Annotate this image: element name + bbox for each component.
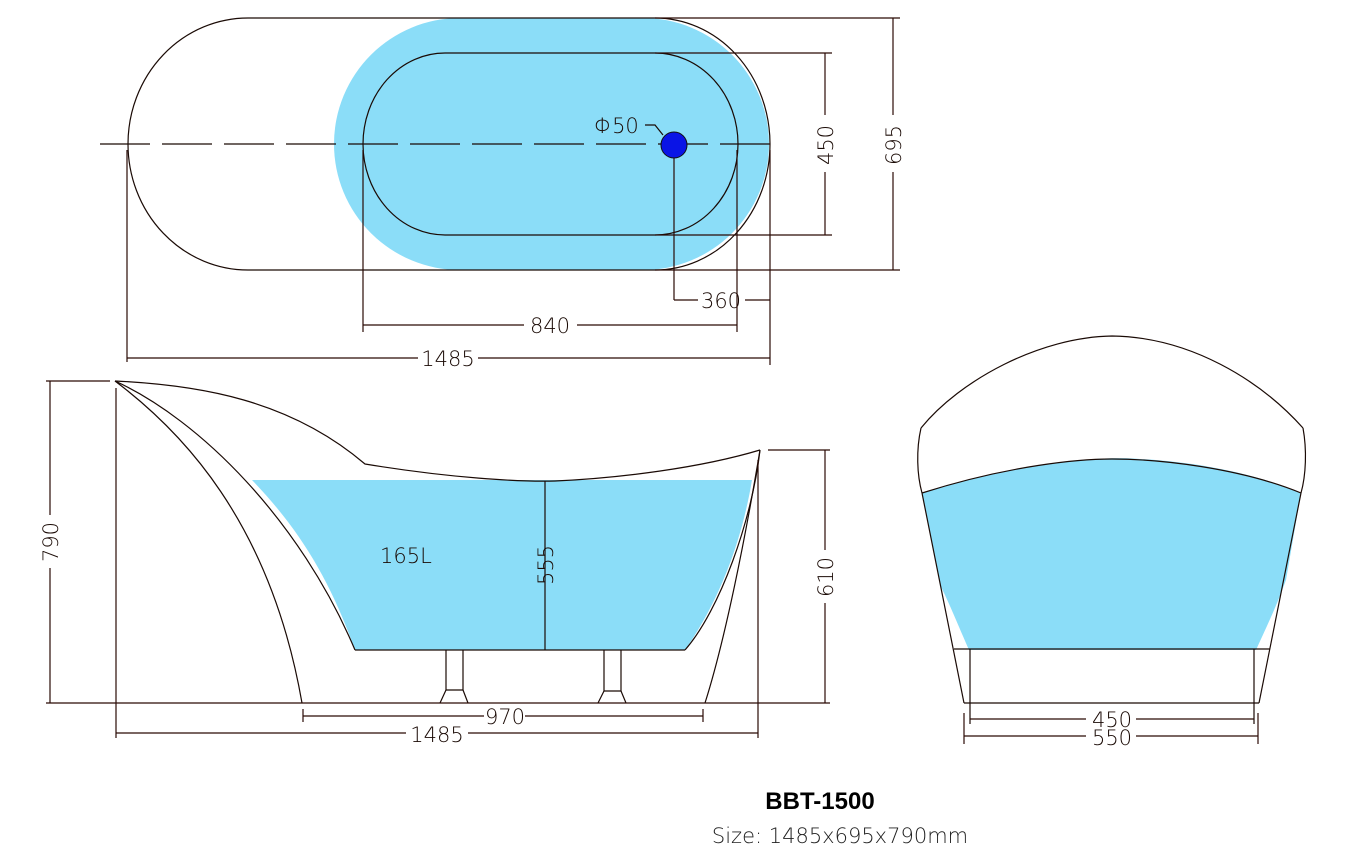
dim-end-outer-width: 550: [1092, 726, 1132, 750]
drain-leader: [645, 124, 664, 136]
side-view: 555 165L 790 610 970: [39, 380, 838, 747]
dim-side-overall-length: 1485: [410, 723, 463, 747]
side-view-water-area: [252, 480, 752, 650]
top-view: Φ50 450 695 360 840 1485: [100, 17, 906, 371]
dim-leg-span: 970: [485, 705, 525, 729]
end-view: 450 550: [917, 335, 1307, 750]
leg-right: [597, 650, 627, 704]
dim-water-depth: 555: [534, 545, 558, 585]
dim-inner-length: 840: [530, 314, 570, 338]
dim-rim-height: 610: [814, 557, 838, 597]
capacity-label: 165L: [380, 544, 432, 568]
dim-overall-height: 790: [39, 522, 63, 562]
drain-diameter-label: Φ50: [594, 114, 639, 138]
dim-end-inner-width: 450: [1092, 708, 1132, 732]
model-size: Size: 1485x695x790mm: [711, 824, 969, 848]
dim-top-overall-length: 1485: [421, 347, 474, 371]
dim-inner-width: 450: [814, 125, 838, 165]
drain-icon: [660, 131, 688, 159]
model-name: BBT-1500: [765, 788, 875, 815]
leg-left: [439, 650, 469, 704]
dim-drain-offset: 360: [701, 289, 741, 313]
dim-overall-width: 695: [882, 125, 906, 165]
end-view-water-area: [922, 458, 1301, 650]
